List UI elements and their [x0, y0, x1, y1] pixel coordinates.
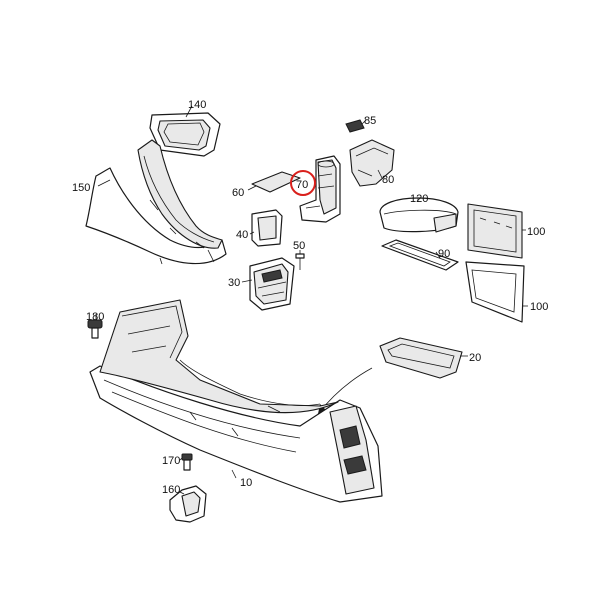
- part-40-bin: [249, 209, 283, 247]
- part-170-screw: [179, 453, 193, 471]
- callout-120: 120: [410, 193, 428, 205]
- part-180-screw: [87, 314, 103, 339]
- callout-50: 50: [293, 240, 305, 252]
- callout-85: 85: [364, 115, 376, 127]
- part-60-insert-mat: [247, 171, 301, 193]
- part-20-mat: [379, 337, 468, 379]
- callout-30: 30: [228, 277, 240, 289]
- part-100-lower-panel: [465, 261, 528, 323]
- part-150-trim-panel: [85, 139, 227, 265]
- callout-20: 20: [469, 352, 481, 364]
- callout-40: 40: [236, 229, 248, 241]
- callout-160: 160: [162, 484, 180, 496]
- part-160-bracket: [169, 485, 207, 523]
- part-140-shifter-bezel: [149, 105, 221, 157]
- part-70-holder-frame: [299, 155, 341, 223]
- callout-180: 180: [86, 311, 104, 323]
- part-80-cover-housing: [349, 139, 395, 187]
- part-50-screw: [295, 250, 305, 270]
- part-90-tray-liner: [381, 239, 459, 271]
- callout-90: 90: [438, 248, 450, 260]
- part-120-storage-lid: [379, 197, 459, 233]
- callout-100-lower: 100: [530, 301, 548, 313]
- callout-140: 140: [188, 99, 206, 111]
- part-100-upper-panel: [467, 203, 526, 259]
- callout-70-highlight-ring: [290, 170, 316, 196]
- part-10-center-console: [89, 299, 383, 503]
- callout-100-upper: 100: [527, 226, 545, 238]
- callout-150: 150: [72, 182, 90, 194]
- callout-80: 80: [382, 174, 394, 186]
- part-85-clip: [345, 119, 367, 133]
- callout-170: 170: [162, 455, 180, 467]
- callout-60: 60: [232, 187, 244, 199]
- callout-70: 70: [296, 179, 308, 191]
- part-30-cup-holder: [241, 257, 295, 311]
- callout-10: 10: [240, 477, 252, 489]
